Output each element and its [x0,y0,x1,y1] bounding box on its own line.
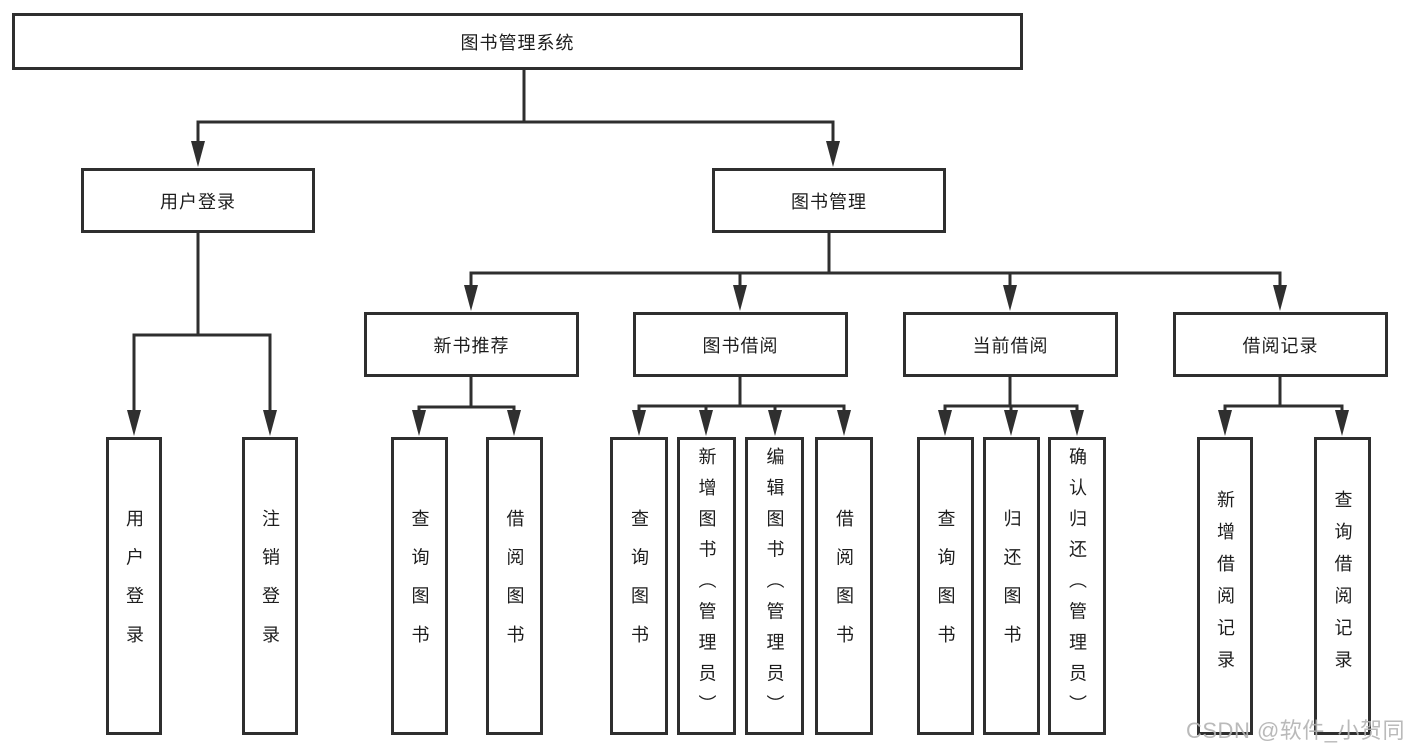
arrowhead-icon [412,410,426,436]
leaf-label: 归还图书 [1001,508,1022,664]
arrowhead-icon [768,410,782,436]
leaf-label: 用户登录 [124,508,144,664]
leaf-borrow-borrow-book: 借阅图书 [815,437,873,735]
leaf-confirm-return-admin: 确认归还（管理员） [1048,437,1106,735]
arrowhead-icon [263,410,277,436]
csdn-watermark: CSDN @软件_小贺同学 [1186,718,1405,743]
arrowhead-icon [507,410,521,436]
arrowhead-icon [1273,285,1287,311]
connector-recommend-to-leaves [417,375,516,418]
leaf-label: 确认归还（管理员） [1067,446,1087,726]
leaf-label: 查询图书 [409,508,430,664]
arrowhead-icon [733,285,747,311]
node-book-borrow: 图书借阅 [633,312,848,377]
leaf-logout: 注销登录 [242,437,298,735]
leaf-return-book: 归还图书 [983,437,1040,735]
node-user-login: 用户登录 [81,168,315,233]
leaf-query-borrow-record: 查询借阅记录 [1314,437,1371,735]
arrowhead-icon [699,410,713,436]
leaf-label: 查询图书 [935,508,956,664]
node-new-book-recommend: 新书推荐 [364,312,579,377]
leaf-add-borrow-record: 新增借阅记录 [1197,437,1253,735]
node-root-system: 图书管理系统 [12,13,1023,70]
leaf-label: 查询图书 [629,508,649,664]
arrowhead-icon [464,285,478,311]
arrowhead-icon [191,141,205,167]
leaf-label: 注销登录 [260,508,280,664]
node-borrow-records: 借阅记录 [1173,312,1388,377]
node-book-management: 图书管理 [712,168,946,233]
leaf-label: 查询借阅记录 [1332,489,1353,683]
arrowhead-icon [127,410,141,436]
arrowhead-icon [938,410,952,436]
arrowhead-icon [1070,410,1084,436]
arrowhead-icon [1003,285,1017,311]
arrowhead-icon [837,410,851,436]
arrowhead-icon [1335,410,1349,436]
leaf-user-login: 用户登录 [106,437,162,735]
leaf-current-query-book: 查询图书 [917,437,974,735]
leaf-label: 编辑图书（管理员） [764,446,785,726]
connector-login-to-leaves [132,230,272,418]
leaf-recommend-query-book: 查询图书 [391,437,448,735]
leaf-label: 新增借阅记录 [1215,489,1235,683]
node-current-borrow: 当前借阅 [903,312,1118,377]
connector-mgmt-to-level3 [469,230,1282,294]
leaf-label: 新增图书（管理员） [696,446,717,726]
leaf-recommend-borrow-book: 借阅图书 [486,437,543,735]
arrowhead-icon [1004,410,1018,436]
leaf-add-book-admin: 新增图书（管理员） [677,437,736,735]
arrowhead-icon [632,410,646,436]
connector-root-to-level2 [196,67,835,150]
arrowhead-icon [1218,410,1232,436]
leaf-borrow-query-book: 查询图书 [610,437,668,735]
leaf-label: 借阅图书 [504,508,525,664]
connector-records-to-leaves [1223,375,1344,418]
connector-borrow-to-leaves [637,375,846,418]
leaf-edit-book-admin: 编辑图书（管理员） [745,437,804,735]
arrowhead-icon [826,141,840,167]
leaf-label: 借阅图书 [834,508,854,664]
